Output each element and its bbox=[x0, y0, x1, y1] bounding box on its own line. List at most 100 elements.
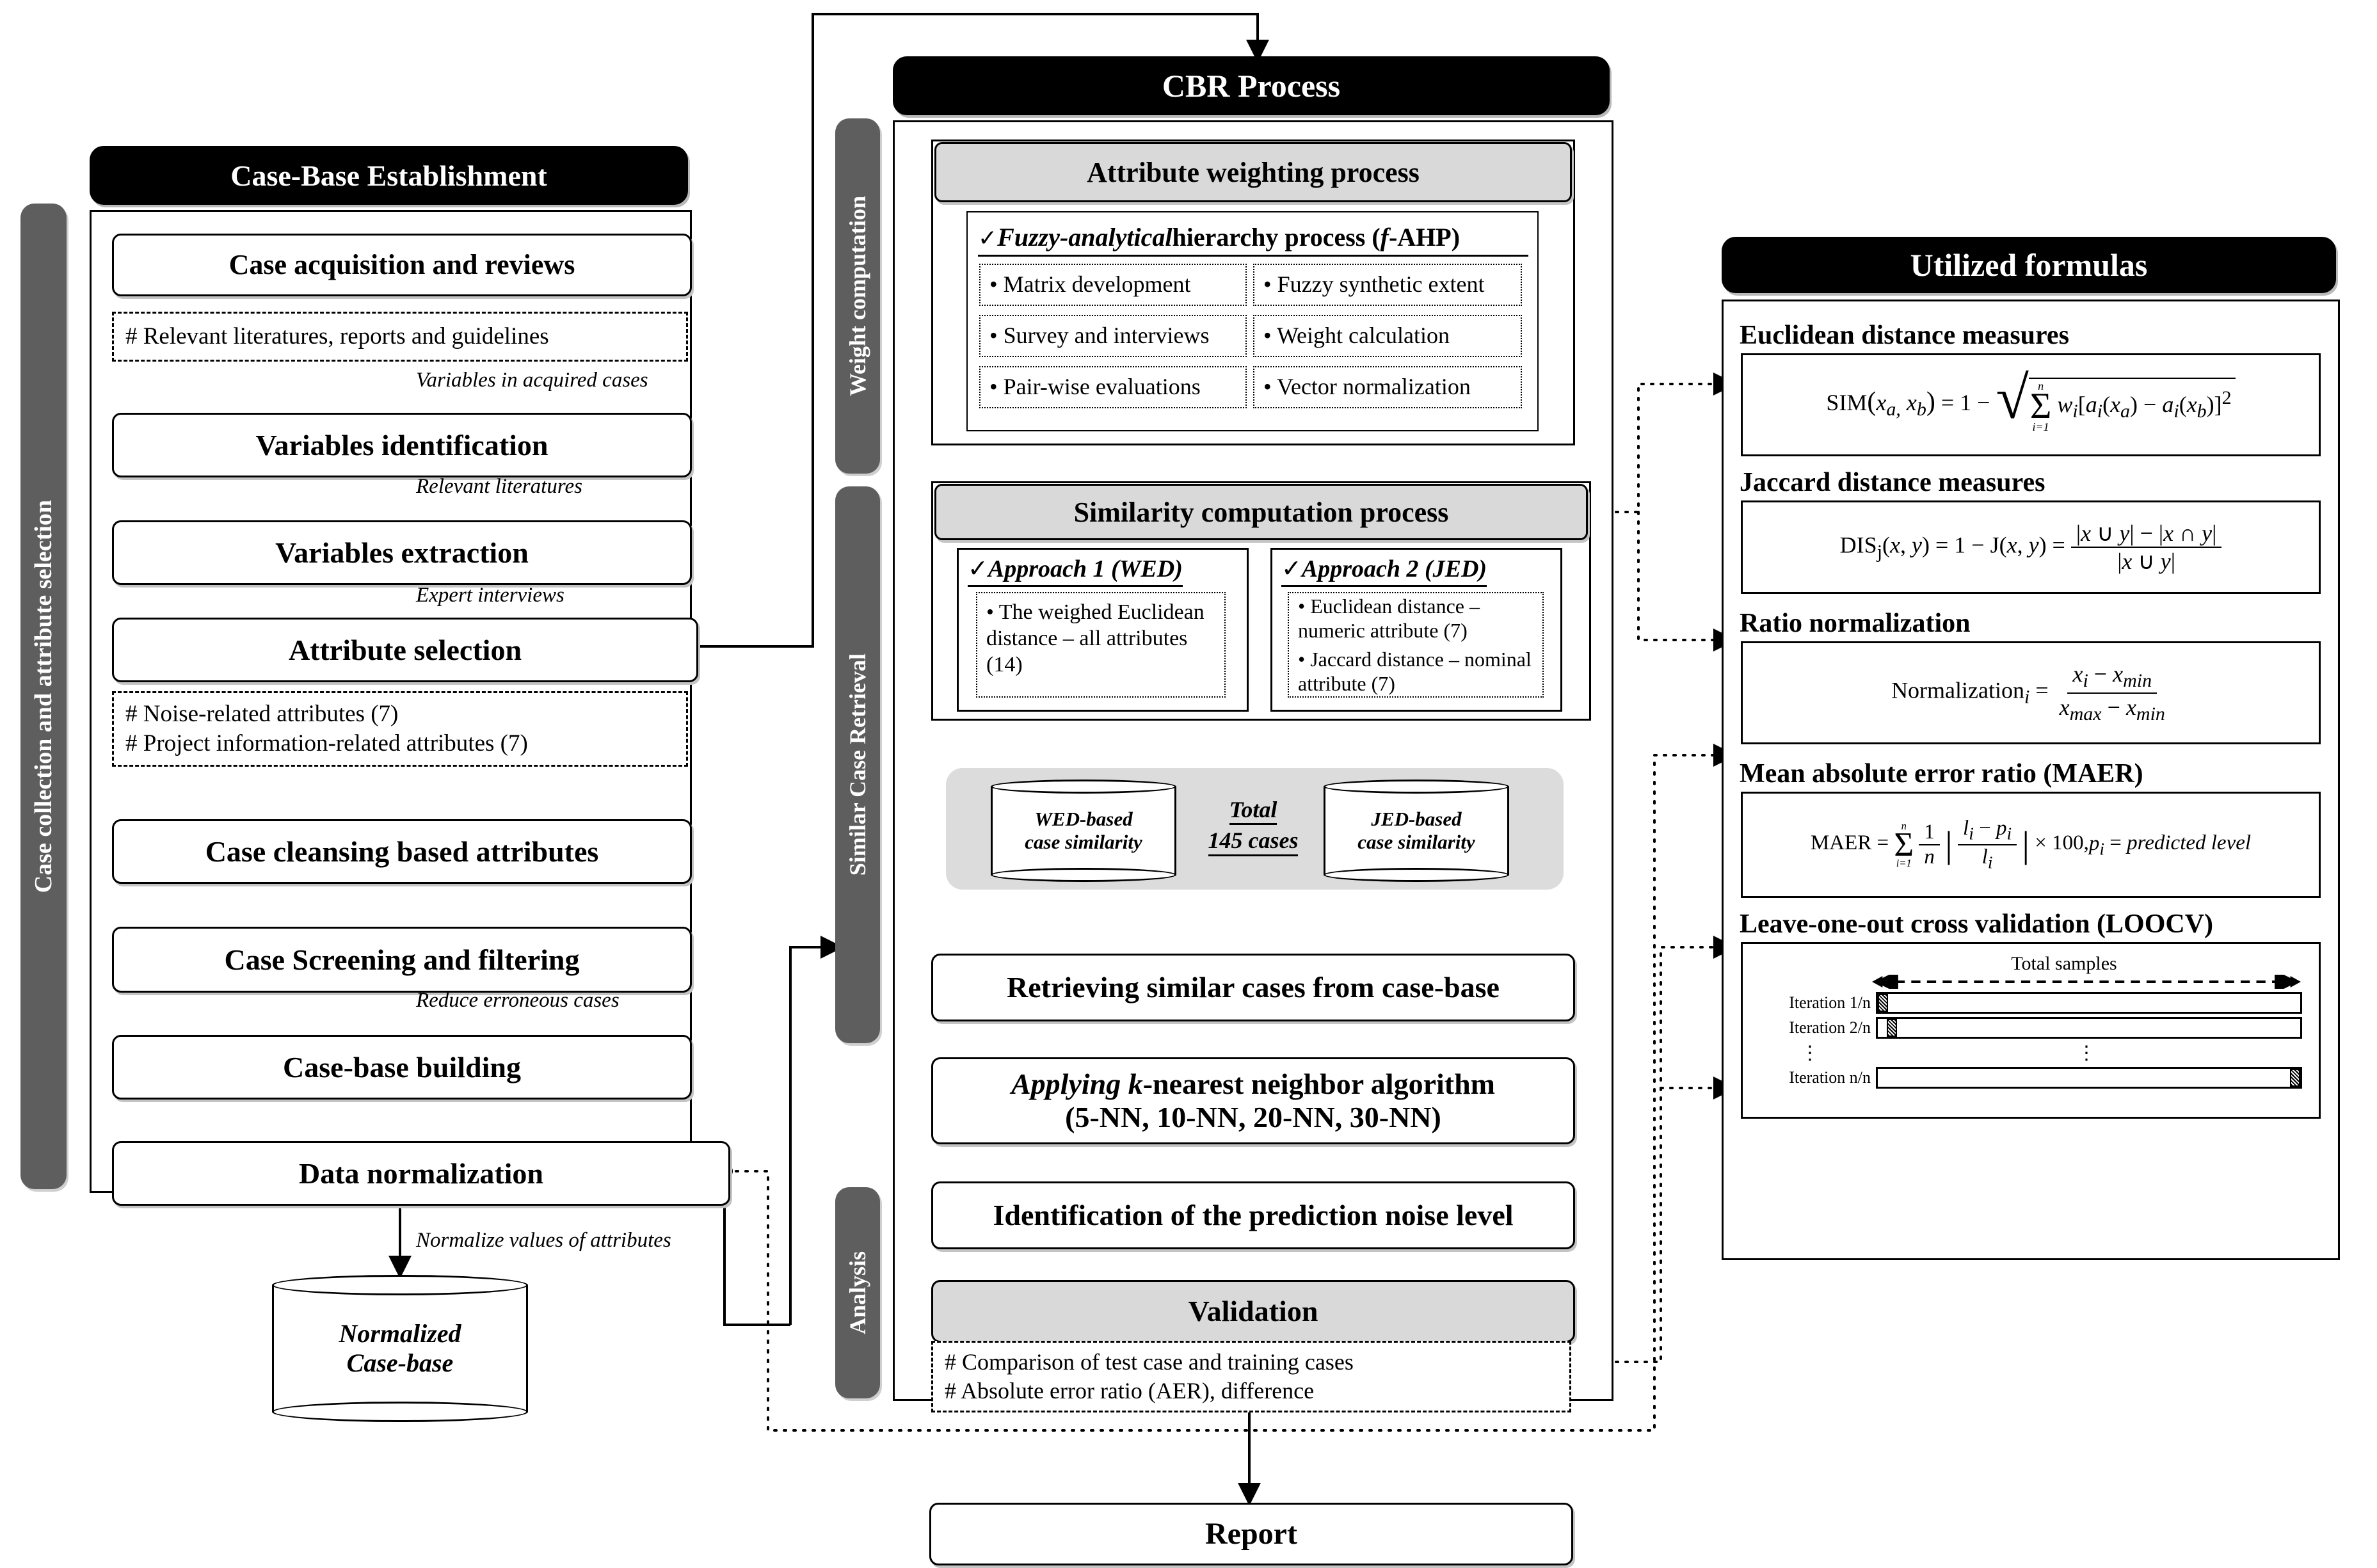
formula-title-maer: Mean absolute error ratio (MAER) bbox=[1740, 759, 2143, 788]
note-line: # Comparison of test case and training c… bbox=[945, 1349, 1354, 1375]
db-label: WED-based case similarity bbox=[991, 780, 1176, 882]
fahp-item-fuzzy-synthetic-extent[interactable]: • Fuzzy synthetic extent bbox=[1253, 264, 1522, 306]
note-line: # Project information-related attributes… bbox=[125, 730, 528, 756]
note-attribute-counts: # Noise-related attributes (7) # Project… bbox=[112, 691, 688, 767]
step-retrieving-similar-cases[interactable]: Retrieving similar cases from case-base bbox=[931, 954, 1575, 1021]
db-bottom bbox=[991, 867, 1176, 882]
edge-label-reduce-erroneous: Reduce erroneous cases bbox=[416, 989, 620, 1012]
fahp-item-label: • Survey and interviews bbox=[989, 323, 1210, 349]
step-label: Case acquisition and reviews bbox=[228, 249, 575, 281]
right-panel-title-text: Utilized formulas bbox=[1910, 247, 2148, 283]
fahp-item-weight-calculation[interactable]: • Weight calculation bbox=[1253, 315, 1522, 357]
sidebar-label-text: Analysis bbox=[845, 1251, 870, 1335]
fahp-tail: -AHP) bbox=[1388, 223, 1461, 252]
step-knn-algorithm[interactable]: Applying k-nearest neighbor algorithm (5… bbox=[931, 1057, 1575, 1144]
db-top bbox=[991, 780, 1176, 794]
db-top bbox=[272, 1275, 528, 1296]
center-panel-title-text: CBR Process bbox=[1162, 68, 1341, 104]
center-sidebar-analysis: Analysis bbox=[835, 1187, 880, 1398]
report-label: Report bbox=[1205, 1517, 1297, 1551]
db-label-line1: JED-based bbox=[1371, 808, 1462, 831]
center-panel-title: CBR Process bbox=[893, 56, 1610, 115]
fahp-item-label: • Matrix development bbox=[989, 271, 1191, 298]
left-panel-title-text: Case-Base Establishment bbox=[230, 159, 547, 192]
loocv-row: Iteration n/n bbox=[1749, 1067, 2302, 1089]
step-variables-extraction[interactable]: Variables extraction bbox=[112, 520, 692, 585]
edge-label-relevant-literatures: Relevant literatures bbox=[416, 475, 582, 498]
loocv-caption: Total samples bbox=[2011, 953, 2117, 974]
normalized-case-base-db: Normalized Case-base bbox=[272, 1275, 532, 1427]
formula-title-loocv: Leave-one-out cross validation (LOOCV) bbox=[1740, 909, 2214, 939]
edge-label-normalize-values: Normalize values of attributes bbox=[416, 1229, 671, 1252]
approach1-bullet: • The weighed Euclidean distance – all a… bbox=[986, 600, 1205, 676]
db-bottom bbox=[272, 1401, 528, 1422]
loocv-ellipsis-row: ⋮ ⋮ bbox=[1749, 1042, 2302, 1064]
step-case-acquisition[interactable]: Case acquisition and reviews bbox=[112, 234, 692, 296]
knn-rest: -nearest neighbor algorithm bbox=[1142, 1068, 1496, 1101]
total-cases-line2: 145 cases bbox=[1208, 828, 1299, 856]
right-panel-title: Utilized formulas bbox=[1722, 237, 2336, 293]
loocv-ellipsis: ⋮ bbox=[1800, 1042, 1820, 1064]
step-label: Case Screening and filtering bbox=[224, 943, 580, 976]
step-case-cleansing[interactable]: Case cleansing based attributes bbox=[112, 819, 692, 884]
sidebar-label-text: Weight computation bbox=[845, 195, 870, 396]
step-case-base-building[interactable]: Case-base building bbox=[112, 1035, 692, 1100]
approach2-bullet: • Jaccard distance – nominal attribute (… bbox=[1298, 647, 1532, 695]
step-label: Data normalization bbox=[298, 1156, 543, 1190]
db-body bbox=[1324, 787, 1509, 875]
formula-ratio-normalization: Normalizationi = xi − xmin xmax − xmin bbox=[1891, 660, 2170, 724]
edge-label-expert-interviews: Expert interviews bbox=[416, 584, 564, 607]
fahp-method-label: ✓Fuzzy-analyticalhierarchy process (f-AH… bbox=[978, 223, 1528, 257]
loocv-test-segment bbox=[2290, 1069, 2300, 1087]
attribute-weighting-header: Attribute weighting process bbox=[934, 142, 1572, 202]
loocv-span-arrow bbox=[1871, 975, 2302, 989]
report-box[interactable]: Report bbox=[929, 1503, 1573, 1565]
fraction: |x ∪ y| − |x ∩ y| |x ∪ y| bbox=[2070, 520, 2222, 575]
step-validation[interactable]: Validation bbox=[931, 1280, 1575, 1343]
formula-title-euclidean: Euclidean distance measures bbox=[1740, 321, 2069, 350]
db-body bbox=[991, 787, 1176, 875]
approach1-bullet-box: • The weighed Euclidean distance – all a… bbox=[976, 592, 1226, 698]
approach2-title-text: Approach 2 (JED) bbox=[1301, 556, 1487, 582]
loocv-row-label: Iteration n/n bbox=[1789, 1068, 1871, 1087]
step-case-screening[interactable]: Case Screening and filtering bbox=[112, 927, 692, 993]
validation-note: # Comparison of test case and training c… bbox=[931, 1341, 1571, 1412]
step-label-line2: (5-NN, 10-NN, 20-NN, 30-NN) bbox=[1065, 1101, 1441, 1133]
formula-title-ratio-normalization: Ratio normalization bbox=[1740, 609, 1971, 638]
step-variables-identification[interactable]: Variables identification bbox=[112, 413, 692, 477]
fahp-item-survey-interviews[interactable]: • Survey and interviews bbox=[979, 315, 1247, 357]
db-label-line2: Case-base bbox=[346, 1348, 454, 1377]
step-attribute-selection[interactable]: Attribute selection bbox=[112, 618, 698, 682]
similarity-computation-header: Similarity computation process bbox=[934, 484, 1588, 540]
approach2-bullet-box: • Euclidean distance – numeric attribute… bbox=[1288, 592, 1544, 698]
formula-box-ratio-normalization: Normalizationi = xi − xmin xmax − xmin bbox=[1741, 641, 2321, 744]
fraction: xi − xmin xmax − xmin bbox=[2059, 661, 2165, 724]
fahp-item-matrix-development[interactable]: • Matrix development bbox=[979, 264, 1247, 306]
fahp-f: f bbox=[1380, 223, 1389, 252]
check-icon: ✓ bbox=[1281, 556, 1302, 582]
total-cases-label: Total 145 cases bbox=[1196, 797, 1311, 856]
step-label: Variables extraction bbox=[275, 536, 529, 569]
check-icon: ✓ bbox=[968, 556, 988, 582]
fahp-item-vector-normalization[interactable]: • Vector normalization bbox=[1253, 366, 1522, 408]
fahp-item-label: • Weight calculation bbox=[1263, 323, 1450, 349]
fahp-item-label: • Pair-wise evaluations bbox=[989, 374, 1201, 400]
step-data-normalization[interactable]: Data normalization bbox=[112, 1141, 730, 1206]
check-icon: ✓ bbox=[978, 225, 998, 251]
step-identification-noise-level[interactable]: Identification of the prediction noise l… bbox=[931, 1181, 1575, 1249]
formula-jaccard: DISj(x, y) = 1 − J(x, y) = |x ∪ y| − |x … bbox=[1840, 520, 2222, 575]
left-sidebar-label: Case collection and attribute selection bbox=[20, 204, 67, 1189]
step-label-line1: Applying k-nearest neighbor algorithm bbox=[1011, 1068, 1495, 1101]
center-sidebar-weight-computation: Weight computation bbox=[835, 118, 880, 474]
fahp-item-pairwise-evaluations[interactable]: • Pair-wise evaluations bbox=[979, 366, 1247, 408]
loocv-row-label: Iteration 2/n bbox=[1789, 1018, 1871, 1037]
loocv-bar bbox=[1876, 1067, 2302, 1089]
center-sidebar-similar-case-retrieval: Similar Case Retrieval bbox=[835, 486, 880, 1043]
approach2-bullet: • Euclidean distance – numeric attribute… bbox=[1298, 594, 1480, 643]
step-label: Case-base building bbox=[283, 1050, 521, 1084]
db-label-line2: case similarity bbox=[1025, 831, 1142, 853]
